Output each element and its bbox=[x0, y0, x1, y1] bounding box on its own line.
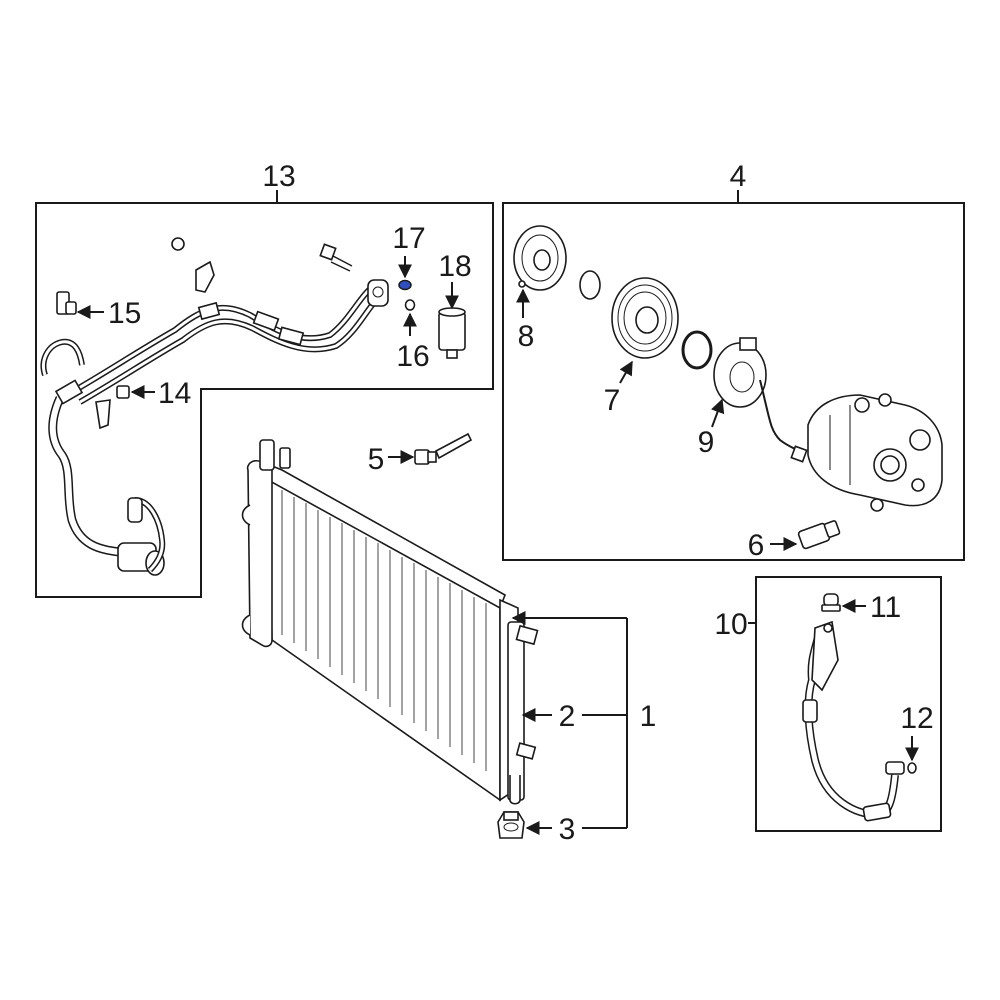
service-cap-part bbox=[116, 385, 130, 399]
pressure-relief-valve-part bbox=[797, 520, 841, 550]
callout-2: 2 bbox=[559, 700, 576, 733]
mounting-bolt-part bbox=[414, 432, 473, 465]
group-10-frame bbox=[748, 576, 942, 832]
group-13-frame bbox=[35, 190, 494, 598]
clutch-hub-part bbox=[513, 225, 567, 291]
callout-17: 17 bbox=[392, 222, 425, 255]
callout-4: 4 bbox=[730, 160, 747, 193]
discharge-hose-part bbox=[802, 620, 905, 822]
callout-13: 13 bbox=[262, 160, 295, 193]
group-4-frame bbox=[502, 190, 965, 561]
callout-14: 14 bbox=[158, 377, 191, 410]
callout-1: 1 bbox=[640, 700, 657, 733]
callout-18: 18 bbox=[438, 250, 471, 283]
callout-9: 9 bbox=[698, 426, 715, 459]
drain-plug-part bbox=[497, 811, 525, 839]
pulley-part bbox=[611, 277, 679, 359]
callout-3: 3 bbox=[559, 813, 576, 846]
suction-discharge-hose-drawing bbox=[40, 237, 389, 576]
leader-7 bbox=[619, 360, 633, 384]
callout-7: 7 bbox=[604, 384, 621, 417]
shim-ring-part bbox=[579, 270, 601, 300]
pressure-sensor-part bbox=[56, 291, 77, 315]
leader-1-3 bbox=[511, 611, 628, 829]
callout-16: 16 bbox=[396, 340, 429, 373]
callout-11: 11 bbox=[870, 591, 901, 624]
charge-valve-cap-part bbox=[821, 593, 841, 612]
field-coil-part bbox=[713, 337, 808, 463]
compressor-body-part bbox=[807, 393, 943, 512]
expansion-valve-part bbox=[438, 307, 466, 359]
hose-o-ring-part bbox=[907, 762, 917, 774]
condenser-fins bbox=[281, 490, 487, 771]
callout-6: 6 bbox=[748, 529, 765, 562]
leader-9 bbox=[711, 398, 725, 428]
o-ring-highlighted-part bbox=[398, 279, 412, 291]
snap-ring-part bbox=[681, 330, 713, 370]
callout-12: 12 bbox=[900, 702, 933, 735]
callout-10: 10 bbox=[714, 608, 747, 641]
condenser-part bbox=[241, 439, 539, 805]
callout-5: 5 bbox=[368, 443, 385, 476]
callout-8: 8 bbox=[518, 320, 535, 353]
o-ring-part bbox=[404, 299, 416, 311]
callout-15: 15 bbox=[108, 297, 141, 330]
